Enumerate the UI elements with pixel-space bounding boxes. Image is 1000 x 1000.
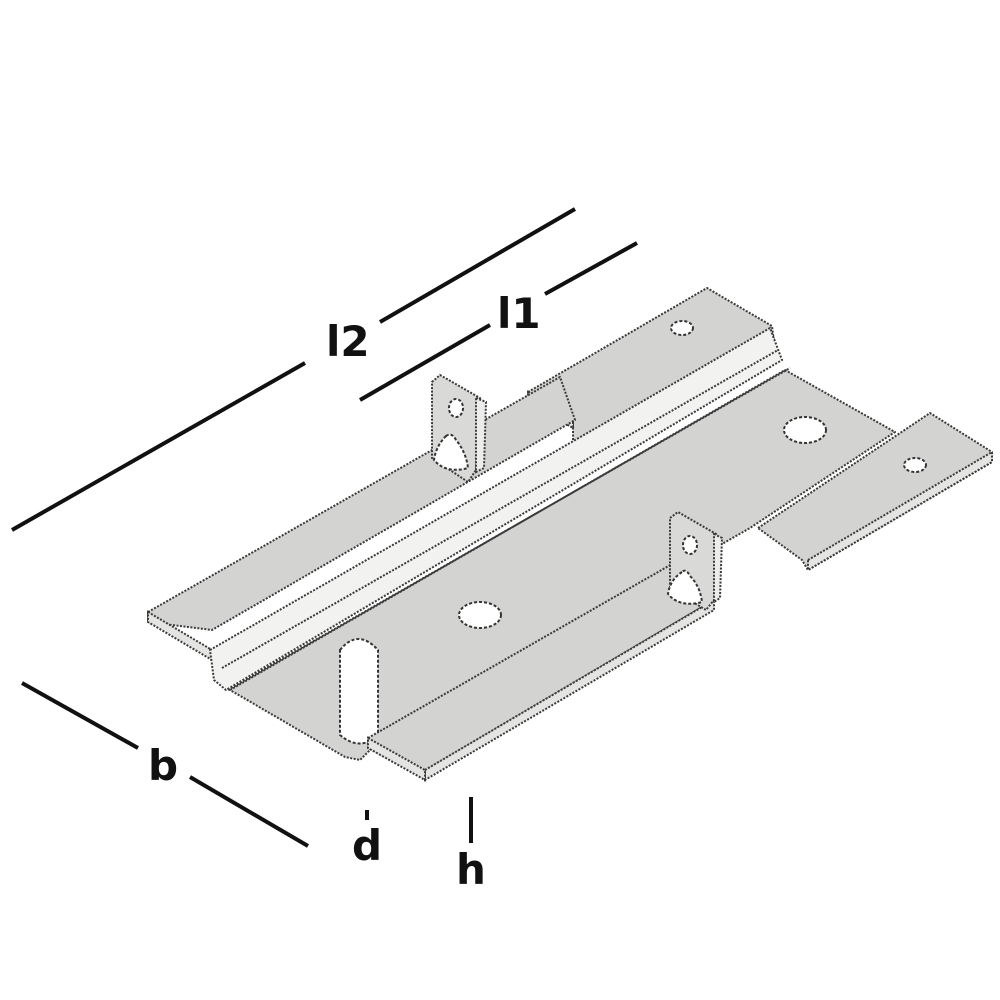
l1-line-left bbox=[359, 323, 491, 402]
upper-flange-hole bbox=[670, 320, 694, 336]
slot-hole bbox=[339, 638, 379, 745]
right-flange-edge bbox=[807, 450, 993, 572]
center-rail bbox=[208, 326, 784, 692]
h-label: h bbox=[456, 845, 486, 894]
dimension-l2: l2 bbox=[11, 207, 577, 532]
base-plate bbox=[229, 369, 896, 761]
d-label: d bbox=[352, 821, 382, 870]
l1-line-right bbox=[544, 241, 638, 296]
right-flange bbox=[757, 412, 993, 571]
base-plate-hole-right bbox=[783, 416, 827, 444]
left-tab-hole bbox=[448, 398, 464, 418]
front-plate-side bbox=[367, 736, 426, 782]
left-tab bbox=[431, 373, 488, 484]
dimension-d: d bbox=[352, 810, 382, 870]
base-plate-hole-left bbox=[458, 601, 502, 629]
left-tab-side bbox=[475, 396, 488, 474]
b-line-left bbox=[21, 681, 139, 750]
dimension-h: h bbox=[456, 797, 486, 894]
b-line-right bbox=[188, 775, 310, 848]
l2-label: l2 bbox=[326, 317, 370, 366]
right-tab-heart-cutout bbox=[666, 569, 704, 605]
right-tab bbox=[666, 510, 724, 612]
right-flange-hole bbox=[903, 457, 927, 473]
rail-crease-1 bbox=[221, 349, 779, 669]
dimension-b: b bbox=[21, 681, 310, 848]
rail-crease-2 bbox=[227, 367, 791, 691]
b-label: b bbox=[148, 741, 178, 790]
l2-line-left bbox=[11, 361, 306, 532]
right-tab-side bbox=[713, 532, 724, 604]
left-tab-heart-cutout bbox=[432, 433, 470, 471]
bracket bbox=[147, 287, 993, 782]
right-tab-hole bbox=[682, 535, 698, 555]
l2-line-right bbox=[378, 207, 577, 324]
dimension-l1: l1 bbox=[359, 241, 638, 402]
l1-label: l1 bbox=[497, 289, 541, 338]
